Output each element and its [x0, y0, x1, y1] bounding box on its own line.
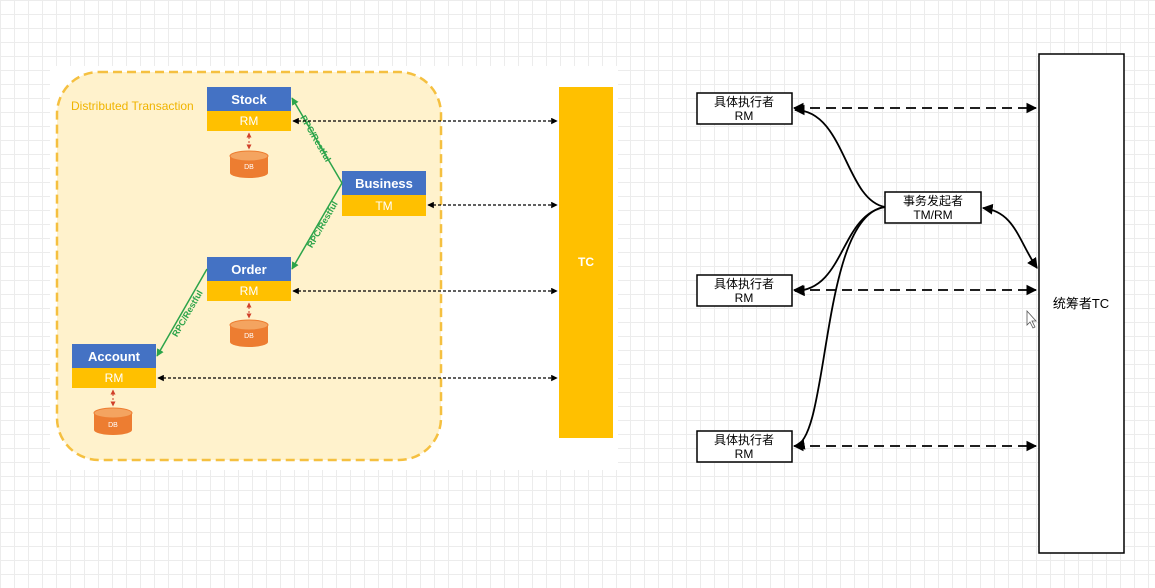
coordinator-tc-box: 统筹者TC — [1038, 53, 1125, 554]
initiator-box: 事务发起者 TM/RM — [884, 191, 982, 224]
order-role: RM — [240, 284, 259, 298]
executor-box-1: 具体执行者 RM — [696, 92, 793, 125]
coordinator-tc-label: 统筹者TC — [1053, 296, 1109, 311]
initiator-to-executor-1-arrow — [793, 104, 886, 208]
account-role-box — [72, 368, 156, 388]
distributed-transaction-label: Distributed Transaction — [71, 99, 194, 113]
initiator-to-executor-2-arrow — [793, 206, 886, 297]
business-name: Business — [355, 176, 413, 191]
order-db: DB — [229, 319, 269, 347]
order-role-box — [207, 281, 291, 301]
stock-name-box — [207, 87, 291, 111]
executor-1-line1: 具体执行者 — [714, 95, 774, 109]
account-role: RM — [105, 371, 124, 385]
account-name: Account — [88, 349, 141, 364]
executor-3-line1: 具体执行者 — [714, 433, 774, 447]
order-service: Order RM — [207, 257, 291, 301]
stock-role: RM — [240, 114, 259, 128]
stock-role-box — [207, 111, 291, 131]
executor-3-line2: RM — [735, 447, 754, 461]
mouse-cursor-icon — [1026, 309, 1037, 329]
business-service: Business TM — [342, 171, 426, 216]
order-to-account-rpc-arrow — [156, 268, 208, 357]
initiator-line2: TM/RM — [913, 208, 952, 222]
executor-box-3: 具体执行者 RM — [696, 430, 793, 463]
business-name-box — [342, 171, 426, 195]
stock-db-label: DB — [244, 164, 254, 171]
account-service: Account RM — [72, 344, 156, 388]
account-db-label: DB — [108, 422, 118, 429]
business-role-box — [342, 195, 426, 216]
executor-1-line2: RM — [735, 109, 754, 123]
business-to-stock-rpc-arrow — [291, 97, 343, 184]
executor-2-line1: 具体执行者 — [714, 277, 774, 291]
order-name: Order — [231, 262, 266, 277]
executor-box-2: 具体执行者 RM — [696, 274, 793, 307]
account-db: DB — [93, 407, 133, 435]
tc-bar — [559, 87, 613, 438]
initiator-to-tc-arrow — [981, 203, 1038, 269]
stock-name: Stock — [231, 92, 267, 107]
account-name-box — [72, 344, 156, 368]
initiator-to-executor-3-arrow — [793, 206, 886, 450]
business-to-order-rpc-arrow — [291, 182, 343, 270]
order-db-label: DB — [244, 333, 254, 340]
business-role: TM — [375, 199, 392, 213]
order-name-box — [207, 257, 291, 281]
stock-db: DB — [229, 150, 269, 178]
executor-2-line2: RM — [735, 291, 754, 305]
initiator-line1: 事务发起者 — [903, 193, 963, 208]
stock-service: Stock RM — [207, 87, 291, 131]
tc-label: TC — [578, 255, 594, 269]
